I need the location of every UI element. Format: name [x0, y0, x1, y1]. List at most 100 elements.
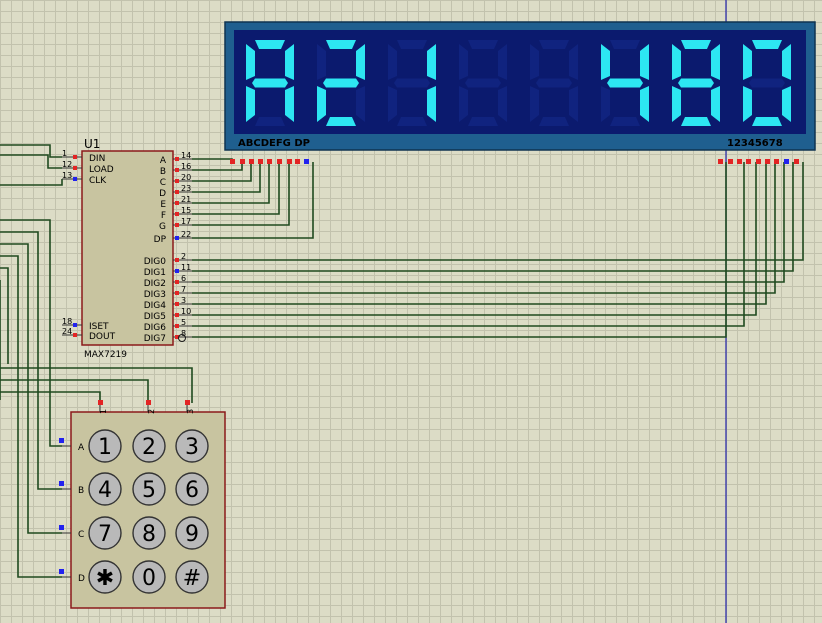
- keypad-key[interactable]: 5: [132, 472, 166, 506]
- keypad-key-cap[interactable]: [175, 516, 209, 550]
- keypad-row-label: B: [78, 486, 84, 496]
- chip-pin-number: 7: [181, 285, 186, 294]
- wire-row-a: [0, 219, 62, 447]
- digit-2-segment-b: [356, 44, 365, 80]
- display-pins: [230, 159, 799, 164]
- digit-7-segment-a: [681, 40, 711, 49]
- keypad-key-label: 6: [185, 478, 199, 503]
- chip-pin-name: DIG3: [144, 290, 166, 300]
- chip-pins: 1DIN12LOAD13CLK18ISET24DOUT14A16B20C23D2…: [62, 149, 192, 344]
- display-digit-pin: [765, 159, 770, 164]
- display-digit-pin: [756, 159, 761, 164]
- keypad-key[interactable]: ✱: [88, 560, 122, 594]
- chip-pin-name: LOAD: [89, 165, 114, 175]
- chip-pin-marker: [73, 323, 77, 327]
- digit-7-segment-g: [678, 78, 714, 88]
- chip-pin-marker: [175, 324, 179, 328]
- keypad-key[interactable]: 2: [132, 429, 166, 463]
- digit-7-segment-c: [711, 86, 720, 122]
- digit-4-segment-c: [498, 86, 507, 122]
- chip-pin-name: CLK: [89, 176, 107, 186]
- keypad-key[interactable]: 3: [175, 429, 209, 463]
- digit-7: [672, 40, 720, 126]
- keypad-row-pin: [59, 569, 64, 574]
- keypad-key-cap[interactable]: [132, 516, 166, 550]
- chip-pin-number: 17: [181, 217, 191, 226]
- keypad-key-label: 8: [142, 522, 156, 547]
- chip-pin-number: 15: [181, 206, 191, 215]
- wire-seg-f: [192, 162, 280, 215]
- digit-4-segment-f: [459, 44, 468, 80]
- wire-col1: [0, 391, 101, 403]
- keypad-key[interactable]: 1: [88, 429, 122, 463]
- wire-dig0: [192, 162, 804, 261]
- chip-part-number: MAX7219: [84, 350, 127, 360]
- chip-pin-name: C: [160, 178, 166, 188]
- keypad-key-label: 2: [142, 435, 156, 460]
- wire-row-b: [0, 231, 62, 490]
- wire-row-c: [0, 243, 62, 534]
- digit-5-segment-e: [530, 86, 539, 122]
- chip-pin-number: 5: [181, 318, 186, 327]
- wire-dig4: [192, 162, 767, 305]
- seven-segment-display[interactable]: ABCDEFG DP 12345678: [224, 21, 816, 164]
- chip-pin-marker: [175, 236, 179, 240]
- chip-pin-name: G: [159, 222, 166, 232]
- digit-3-segment-c: [427, 86, 436, 122]
- chip-pin-number: 13: [62, 171, 72, 180]
- chip-pin-number: 10: [181, 307, 191, 316]
- chip-pin-name: DIG6: [144, 323, 167, 333]
- keypad-key-cap[interactable]: [132, 472, 166, 506]
- keypad-col-number: 1: [99, 409, 108, 414]
- wire-col3: [0, 367, 193, 403]
- keypad-key-label: 1: [98, 435, 112, 460]
- keypad-key[interactable]: 7: [88, 516, 122, 550]
- digit-8-segment-f: [743, 44, 752, 80]
- keypad-key-cap[interactable]: [132, 560, 166, 594]
- digit-3-segment-e: [388, 86, 397, 122]
- keypad-col-pin: [185, 400, 190, 405]
- keypad-key-cap[interactable]: [88, 560, 122, 594]
- digit-5-segment-d: [539, 117, 569, 126]
- digit-6-segment-a: [610, 40, 640, 49]
- chip-pin-number: 14: [181, 151, 191, 160]
- chip-pin-marker: [73, 177, 77, 181]
- keypad-key[interactable]: 6: [175, 472, 209, 506]
- chip-pin-name: DIG0: [144, 257, 167, 267]
- keypad-key-cap[interactable]: [88, 429, 122, 463]
- max7219-chip[interactable]: U1 MAX7219 1DIN12LOAD13CLK18ISET24DOUT14…: [62, 137, 192, 360]
- digit-8-segment-a: [752, 40, 782, 49]
- chip-pin-marker: [175, 258, 179, 262]
- keypad-key[interactable]: 9: [175, 516, 209, 550]
- keypad-key[interactable]: 8: [132, 516, 166, 550]
- keypad-key-cap[interactable]: [88, 472, 122, 506]
- digit-5-segment-g: [536, 78, 572, 88]
- chip-pin-number: 8: [181, 329, 186, 338]
- keypad-key-cap[interactable]: [132, 429, 166, 463]
- keypad-key[interactable]: 0: [132, 560, 166, 594]
- digit-3-segment-g: [394, 78, 430, 88]
- keypad-key-label: 4: [98, 478, 112, 503]
- chip-ref: U1: [84, 137, 100, 151]
- keypad-key-label: 9: [185, 522, 199, 547]
- keypad-key-cap[interactable]: [88, 516, 122, 550]
- digit-1-segment-b: [285, 44, 294, 80]
- keypad-key-cap[interactable]: [175, 560, 209, 594]
- display-segment-label: ABCDEFG DP: [238, 138, 310, 149]
- digit-6-segment-f: [601, 44, 610, 80]
- chip-pin-number: 24: [62, 327, 72, 336]
- digit-8-segment-b: [782, 44, 791, 80]
- chip-pin-marker: [175, 179, 179, 183]
- chip-pin-name: E: [160, 200, 166, 210]
- digit-7-segment-b: [711, 44, 720, 80]
- chip-pin-marker: [175, 302, 179, 306]
- digit-5-segment-c: [569, 86, 578, 122]
- chip-pin-number: 12: [62, 160, 72, 169]
- keypad-key[interactable]: 4: [88, 472, 122, 506]
- keypad-key-cap[interactable]: [175, 429, 209, 463]
- keypad-key[interactable]: #: [175, 560, 209, 594]
- display-seg-pin: [304, 159, 309, 164]
- keypad-key-cap[interactable]: [175, 472, 209, 506]
